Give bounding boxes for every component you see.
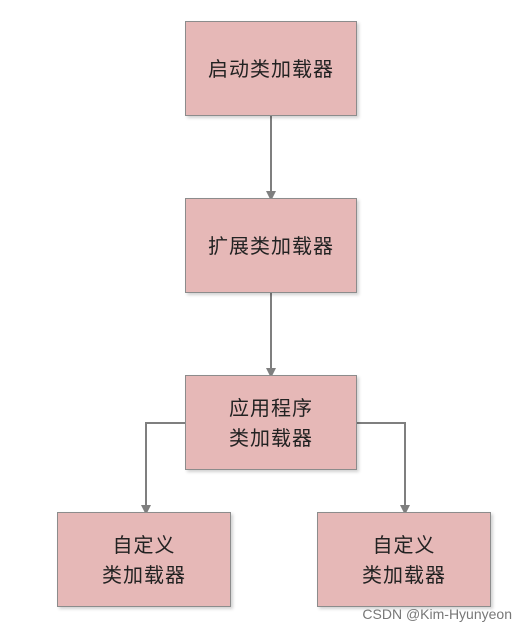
bootstrap-class-loader-node: 启动类加载器 xyxy=(185,21,357,116)
node-label-line: 自定义 xyxy=(372,532,436,557)
node-label: 启动类加载器 xyxy=(208,54,334,84)
node-label-line: 类加载器 xyxy=(102,562,186,587)
node-label: 扩展类加载器 xyxy=(208,231,334,261)
edge-application-to-custom-right xyxy=(357,422,410,515)
node-label-line: 类加载器 xyxy=(362,562,446,587)
extension-class-loader-node: 扩展类加载器 xyxy=(185,198,357,293)
node-label: 自定义 类加载器 xyxy=(362,530,446,590)
edge-application-to-custom-left xyxy=(141,422,185,515)
node-label-line: 自定义 xyxy=(112,532,176,557)
custom-class-loader-right-node: 自定义 类加载器 xyxy=(317,512,491,607)
custom-class-loader-left-node: 自定义 类加载器 xyxy=(57,512,231,607)
node-label-line: 扩展类加载器 xyxy=(208,233,334,258)
application-class-loader-node: 应用程序 类加载器 xyxy=(185,375,357,470)
node-label: 自定义 类加载器 xyxy=(102,530,186,590)
watermark: CSDN @Kim-Hyunyeon xyxy=(362,606,512,622)
node-label-line: 类加载器 xyxy=(229,425,313,450)
node-label: 应用程序 类加载器 xyxy=(229,393,313,453)
node-label-line: 启动类加载器 xyxy=(208,56,334,81)
node-label-line: 应用程序 xyxy=(229,395,313,420)
